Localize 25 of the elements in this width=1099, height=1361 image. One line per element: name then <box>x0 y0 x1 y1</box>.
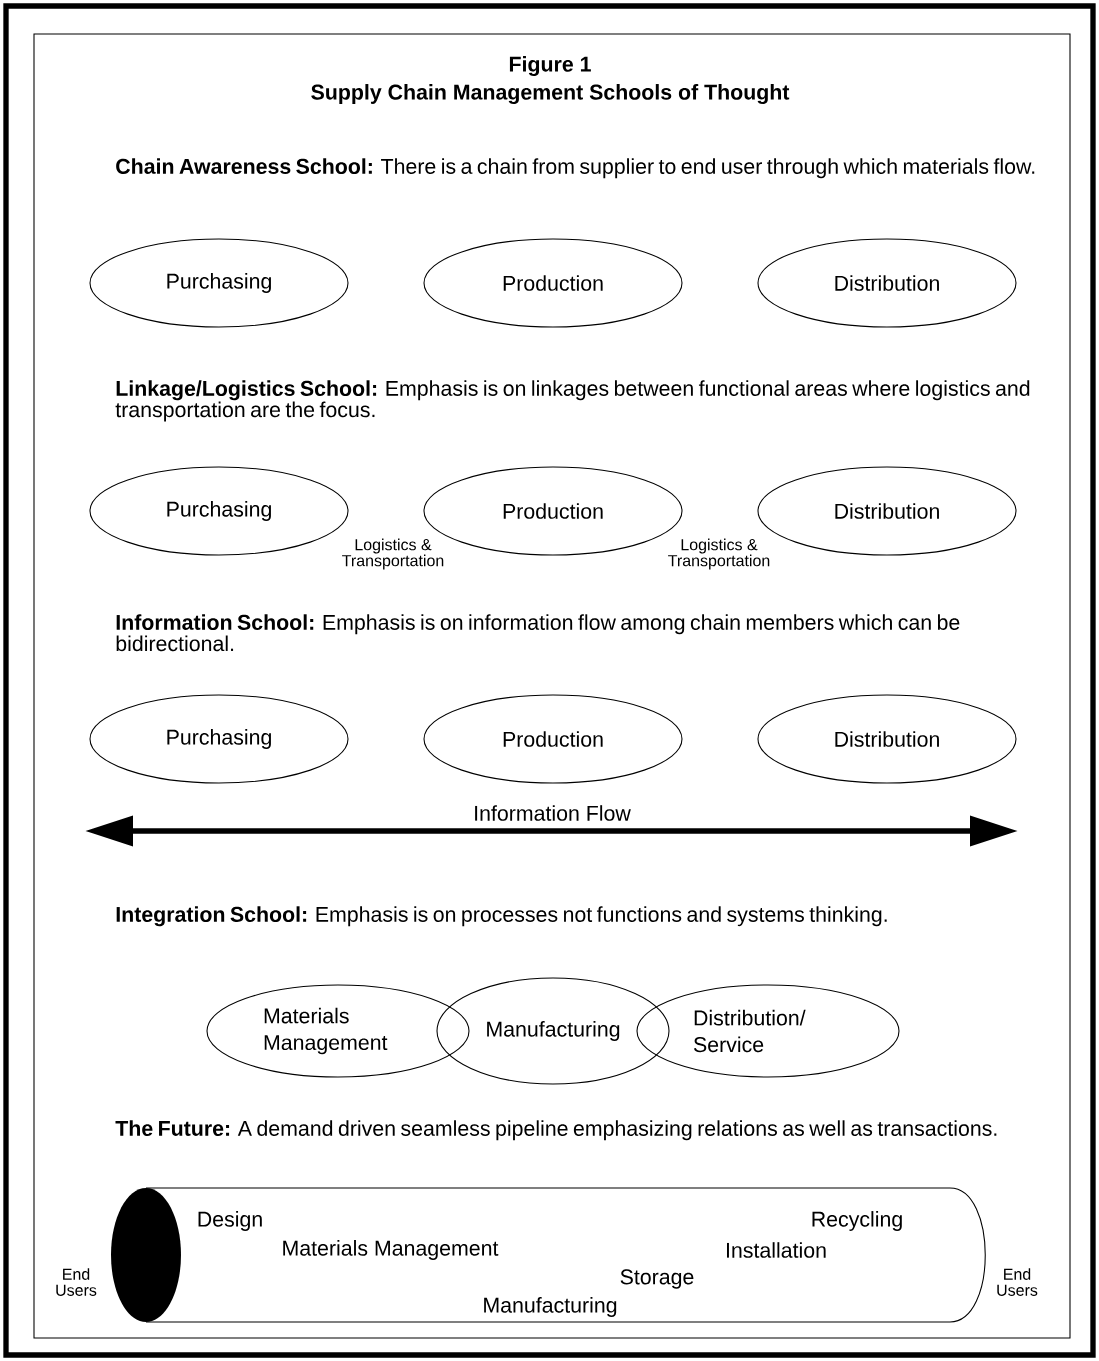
stage-label: Design <box>198 1211 262 1231</box>
ellipse-node: Manufacturing <box>436 977 670 1085</box>
description-text: Chain Awareness School: There is a chain from supplier to end user through which materials flow. <box>116 158 1035 179</box>
description-text: Integration School: Emphasis is on processes not functions and systems thinking. <box>116 906 887 927</box>
stage-label: Installation <box>726 1242 826 1258</box>
ellipse-node: Purchasing <box>89 694 349 784</box>
ellipse-node: Distribution <box>757 238 1017 328</box>
ellipse-node: Production <box>423 238 683 328</box>
description-text: Information School: Emphasis is on information flow among chain members which can be bidirectional. <box>116 614 960 652</box>
ellipse-node: Production <box>423 694 683 784</box>
stage-label: Recycling <box>812 1211 902 1231</box>
ellipse-node: Distribution <box>757 694 1017 784</box>
ellipse-node: Materials Management <box>206 984 470 1078</box>
figure-title: Figure 1 <box>509 56 591 76</box>
description-text: Linkage/Logistics School: Emphasis is on linkages between functional areas where logistics and transportation are the focus. <box>115 380 1030 422</box>
ellipse-node: Distribution/ Service <box>636 984 900 1078</box>
heading: Information Flow <box>475 805 631 821</box>
stage-label: Manufacturing <box>484 1297 617 1317</box>
stage-label: Materials Management <box>283 1240 499 1260</box>
heading: Supply Chain Management Schools of Thought <box>311 84 790 104</box>
ellipse-node: Distribution <box>757 466 1017 556</box>
ellipse-node: Purchasing <box>89 466 349 556</box>
description-text: The Future: A demand driven seamless pipeline emphasizing relations as well as transactions. <box>115 1120 997 1141</box>
stage-label: Storage <box>620 1269 694 1289</box>
ellipse-node: Purchasing <box>89 238 349 328</box>
